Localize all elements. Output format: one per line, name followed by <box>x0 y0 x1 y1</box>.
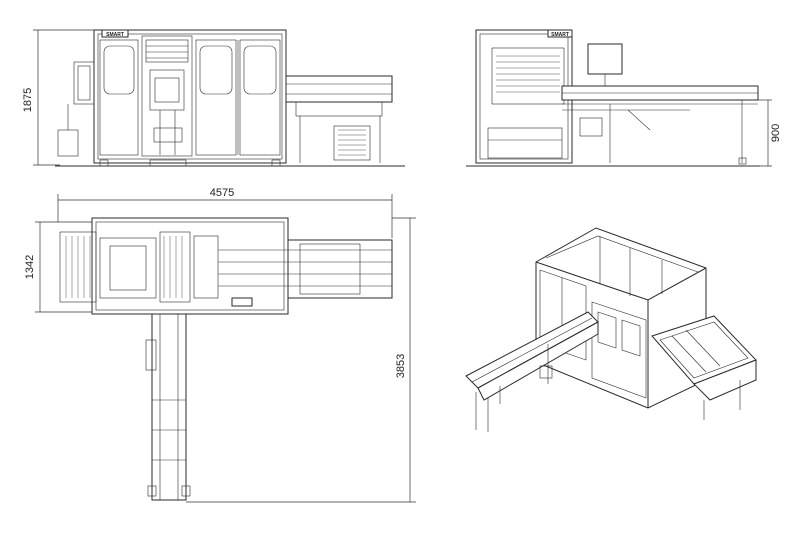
front-elevation-view: 1875 SMART <box>22 29 405 167</box>
plan-view: 4575 1342 <box>24 187 416 503</box>
top-depth-dimension: 3853 <box>395 354 407 378</box>
isometric-view <box>465 227 757 432</box>
side-elevation-view: SMART 900 <box>466 29 782 167</box>
top-length-dimension: 4575 <box>210 187 234 199</box>
brand-label-side: SMART <box>551 32 569 38</box>
top-width-dimension: 1342 <box>24 255 36 279</box>
brand-label-front: SMART <box>106 32 124 38</box>
front-height-dimension: 1875 <box>22 88 34 112</box>
side-height-dimension: 900 <box>770 124 782 142</box>
